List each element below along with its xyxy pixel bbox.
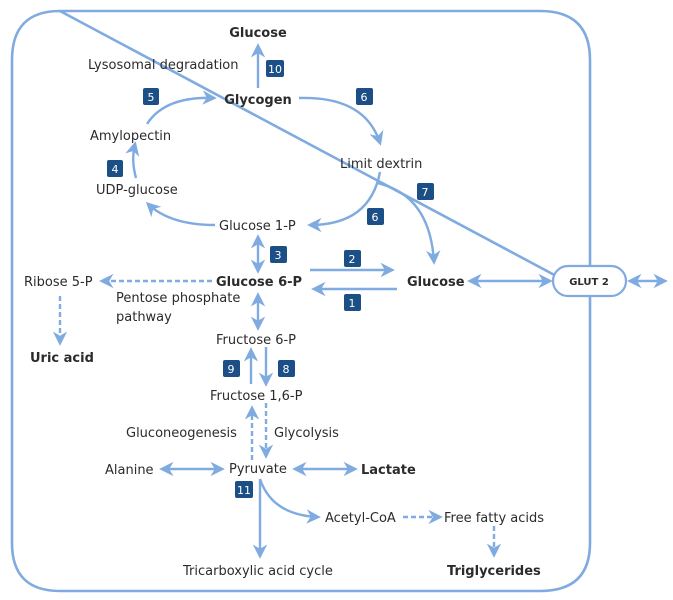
svg-text:10: 10 — [268, 63, 282, 76]
node-pyruvate: Pyruvate — [229, 462, 287, 477]
arrow-udp-to-amylopectin — [125, 141, 140, 179]
node-glucose-right: Glucose — [407, 275, 465, 290]
label-glycolysis: Glycolysis — [274, 426, 339, 441]
step-badge-4: 4 — [107, 160, 123, 177]
arrow-glycogen-to-limit-dextrin — [298, 96, 384, 146]
step-badge-7: 7 — [417, 183, 434, 200]
node-glycogen: Glycogen — [224, 93, 292, 108]
node-amylopectin: Amylopectin — [90, 129, 171, 144]
label-pathway: pathway — [116, 310, 172, 325]
arrow-glucose1p-to-udp — [145, 202, 216, 227]
node-acetyl-coa: Acetyl-CoA — [325, 511, 396, 526]
step-badge-6-upper: 6 — [356, 88, 373, 105]
label-gluconeogenesis: Gluconeogenesis — [126, 426, 237, 441]
node-fructose-16p: Fructose 1,6-P — [210, 389, 303, 404]
step-badge-9: 9 — [223, 360, 240, 377]
svg-text:2: 2 — [349, 253, 356, 266]
node-glucose-top: Glucose — [229, 26, 287, 41]
svg-text:3: 3 — [275, 249, 282, 262]
step-badge-10: 10 — [266, 60, 284, 77]
arrow-limit-dextrin-to-glucose — [376, 181, 441, 265]
step-badge-11: 11 — [235, 481, 253, 498]
svg-text:6: 6 — [361, 91, 368, 104]
svg-text:8: 8 — [283, 363, 290, 376]
svg-text:11: 11 — [237, 484, 251, 497]
step-badge-2: 2 — [344, 250, 361, 267]
glut2-label: GLUT 2 — [569, 277, 609, 288]
arrow-amylopectin-to-glycogen — [145, 90, 217, 125]
arrow-pyruvate-to-acetyl-coa — [258, 478, 321, 524]
label-pentose-phosphate: Pentose phosphate — [116, 291, 240, 306]
node-ribose-5p: Ribose 5-P — [24, 275, 93, 290]
svg-text:6: 6 — [372, 211, 379, 224]
svg-text:5: 5 — [148, 91, 155, 104]
node-fructose-6p: Fructose 6-P — [216, 333, 296, 348]
svg-text:9: 9 — [228, 363, 235, 376]
node-udp-glucose: UDP-glucose — [96, 183, 178, 198]
node-free-fatty-acids: Free fatty acids — [444, 511, 544, 526]
step-badge-5: 5 — [143, 88, 159, 105]
label-lysosomal-degradation: Lysosomal degradation — [88, 58, 239, 73]
node-lactate: Lactate — [361, 463, 416, 478]
svg-text:1: 1 — [349, 297, 356, 310]
step-badge-8: 8 — [278, 360, 295, 377]
cell-membrane-frame — [10, 9, 592, 593]
node-limit-dextrin: Limit dextrin — [340, 157, 422, 172]
step-badge-3: 3 — [270, 246, 287, 263]
node-uric-acid: Uric acid — [30, 351, 94, 366]
node-alanine: Alanine — [105, 463, 154, 478]
svg-text:7: 7 — [422, 186, 429, 199]
node-tca-cycle: Tricarboxylic acid cycle — [182, 564, 333, 579]
step-badge-1: 1 — [344, 294, 361, 311]
node-triglycerides: Triglycerides — [447, 564, 541, 579]
step-badge-6-lower: 6 — [367, 208, 384, 225]
svg-text:4: 4 — [112, 163, 119, 176]
node-glucose-1p: Glucose 1-P — [219, 219, 296, 234]
glut2-transporter — [551, 264, 628, 298]
node-glucose-6p: Glucose 6-P — [216, 275, 302, 290]
